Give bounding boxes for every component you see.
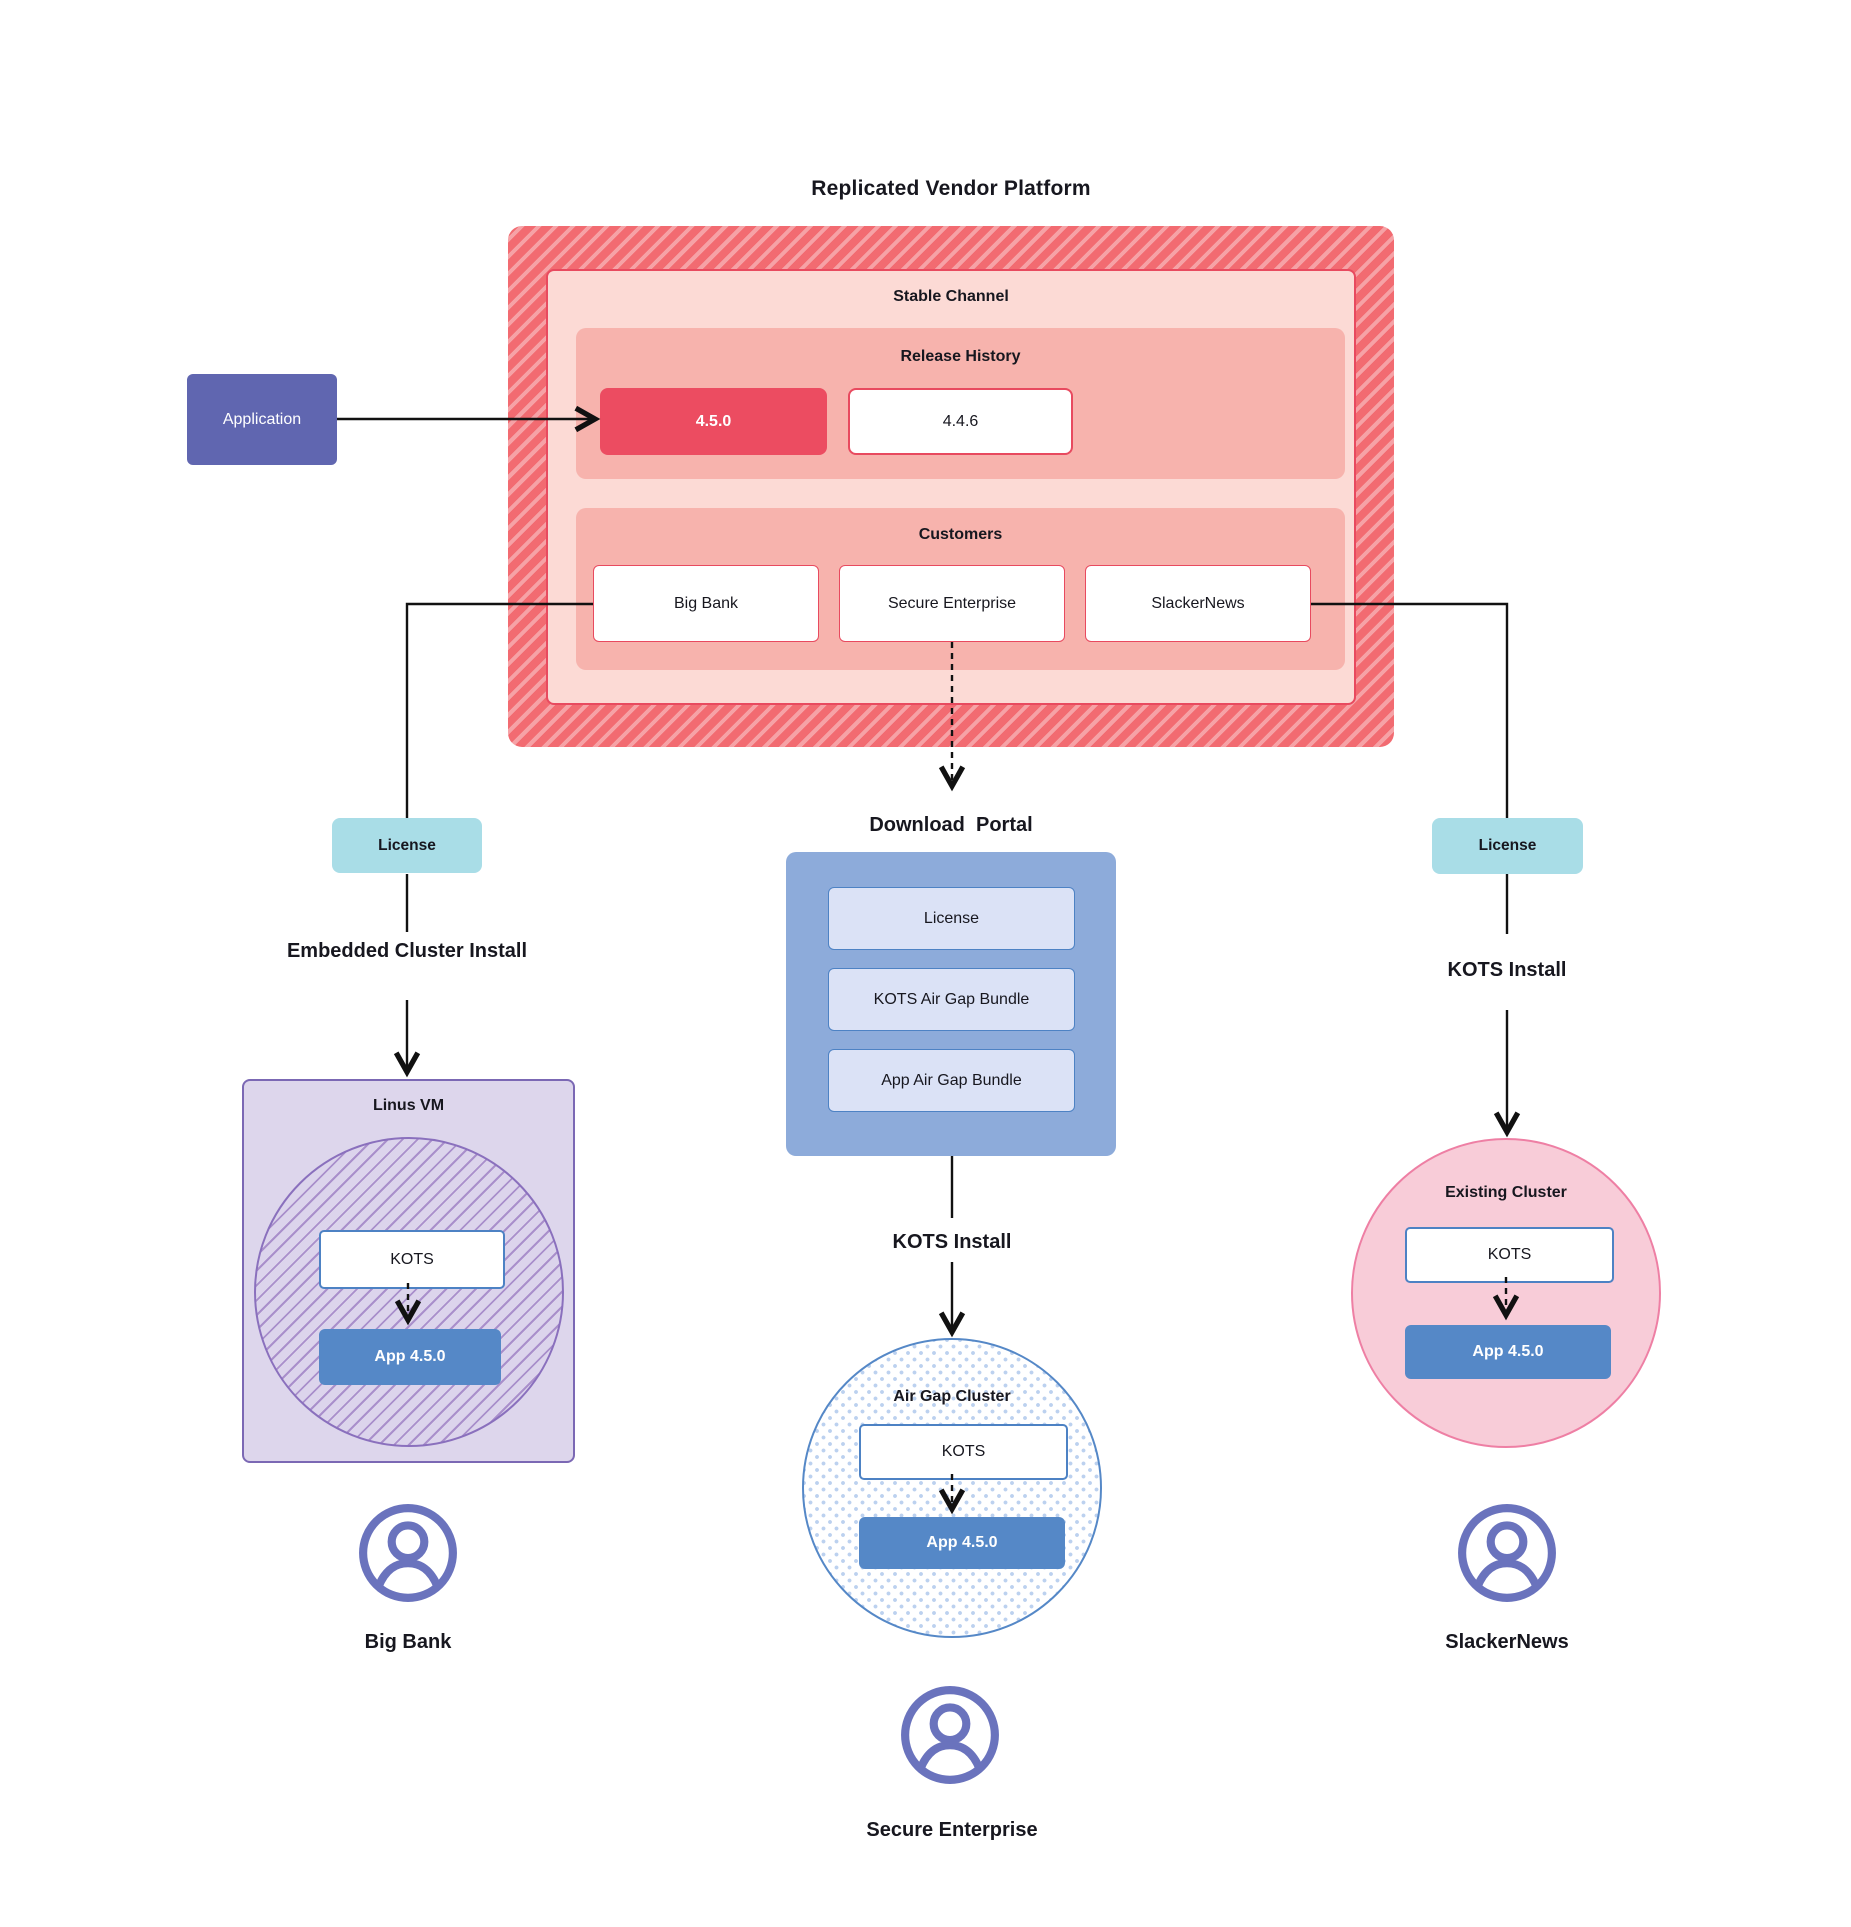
- customer-node-label: Secure Enterprise: [887, 594, 1017, 612]
- app-node-right: App 4.5.0: [1405, 1325, 1611, 1379]
- release-history-label: Release History: [900, 348, 1021, 365]
- customers-label: Customers: [918, 526, 1003, 543]
- customer-node-label: SlackerNews: [1151, 594, 1245, 612]
- download-portal-label: Download Portal: [869, 814, 1033, 836]
- user-icon-big-bank: [359, 1504, 457, 1602]
- application-node: Application: [187, 374, 337, 465]
- kots-node-left: KOTS: [319, 1230, 505, 1289]
- user-icon-secure-enterprise: [901, 1686, 999, 1784]
- user-label-secure-enterprise: Secure Enterprise: [866, 1819, 1038, 1841]
- existing-cluster-label: Existing Cluster: [1445, 1184, 1567, 1201]
- portal-item-license: License: [828, 887, 1075, 950]
- linus-vm-box: Linus VM Embedded Cluster KOTS App 4.5.0: [242, 1079, 575, 1463]
- air-gap-cluster-circle: Air Gap Cluster KOTS App 4.5.0: [802, 1338, 1102, 1638]
- customer-node-slackernews: SlackerNews: [1085, 565, 1311, 642]
- user-label-big-bank: Big Bank: [364, 1631, 452, 1653]
- release-node-current: 4.5.0: [600, 388, 827, 455]
- license-node-right: License: [1432, 818, 1583, 874]
- release-node-previous: 4.4.6: [848, 388, 1073, 455]
- user-label-slackernews: SlackerNews: [1445, 1631, 1569, 1653]
- linus-vm-label: Linus VM: [372, 1097, 445, 1114]
- app-node-mid: App 4.5.0: [859, 1517, 1065, 1569]
- license-node-left: License: [332, 818, 482, 873]
- diagram-title: Replicated Vendor Platform: [811, 177, 1091, 200]
- embedded-cluster-circle: Embedded Cluster: [254, 1137, 564, 1447]
- customer-node-big-bank: Big Bank: [593, 565, 819, 642]
- portal-item-kots-bundle: KOTS Air Gap Bundle: [828, 968, 1075, 1031]
- embedded-cluster-install-label: Embedded Cluster Install: [286, 940, 528, 962]
- download-portal-box: License KOTS Air Gap Bundle App Air Gap …: [786, 852, 1116, 1156]
- kots-install-label-right: KOTS Install: [1447, 959, 1567, 981]
- stable-channel-label: Stable Channel: [893, 288, 1009, 305]
- user-icon-slackernews: [1458, 1504, 1556, 1602]
- air-gap-cluster-label: Air Gap Cluster: [893, 1388, 1011, 1405]
- kots-node-mid: KOTS: [859, 1424, 1068, 1480]
- portal-item-app-bundle: App Air Gap Bundle: [828, 1049, 1075, 1112]
- existing-cluster-circle: Existing Cluster KOTS App 4.5.0: [1351, 1138, 1661, 1448]
- app-node-left: App 4.5.0: [319, 1329, 501, 1385]
- kots-node-right: KOTS: [1405, 1227, 1614, 1283]
- customer-node-secure-enterprise: Secure Enterprise: [839, 565, 1065, 642]
- customer-node-label: Big Bank: [673, 594, 739, 612]
- kots-install-label-mid: KOTS Install: [892, 1231, 1012, 1253]
